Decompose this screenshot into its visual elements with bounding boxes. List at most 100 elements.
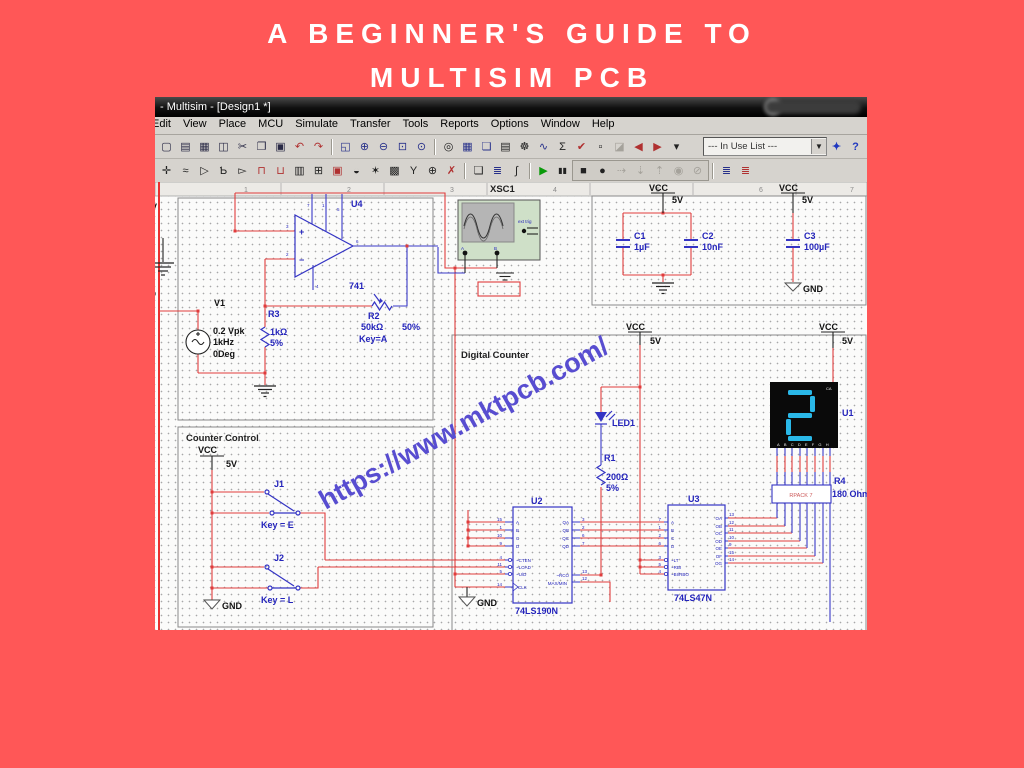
in-use-list-dropdown[interactable]: --- In Use List --- ▼	[703, 137, 827, 156]
misc-digital-icon[interactable]: ▥	[294, 165, 305, 177]
simulation-controls: ■ ● ⇢ ⇣ ⇡ ◉ ⊘	[572, 160, 709, 181]
netlist-icon[interactable]: ≣	[721, 165, 732, 177]
mixed-icon[interactable]: ⊞	[313, 165, 324, 177]
svg-text:−: −	[299, 255, 304, 265]
redo-icon[interactable]: ↷	[313, 141, 324, 153]
postprocessor-icon[interactable]: Σ	[559, 140, 566, 153]
menu-mcu[interactable]: MCU	[258, 118, 284, 130]
u1-seven-segment[interactable]: CA ABCDEFGH	[770, 382, 838, 448]
oscilloscope-xsc1[interactable]: XSC1 ext trig A B	[457, 184, 541, 281]
stop-icon[interactable]: ■	[580, 164, 587, 177]
misc-icon[interactable]: ✶	[370, 165, 381, 177]
paste-icon[interactable]: ▣	[275, 141, 286, 153]
counter-control-section[interactable]: Counter Control VCC 5V J1 Key = E J2	[186, 433, 301, 611]
menu-transfer[interactable]: Transfer	[350, 118, 391, 130]
zoom-fit-icon[interactable]: ⊙	[416, 141, 427, 153]
back-annotate-icon[interactable]: ◀	[634, 141, 643, 153]
caps-section[interactable]: VCC 5V VCC 5V C1 1µF C2 10nF C3 100µF	[616, 183, 830, 295]
print-icon[interactable]: ▦	[199, 141, 210, 153]
database-icon[interactable]: ▤	[500, 141, 511, 153]
power-icon[interactable]: ◒	[353, 164, 360, 177]
menu-view[interactable]: View	[182, 118, 207, 130]
menu-place[interactable]: Place	[218, 118, 247, 130]
dropdown-arrow-icon[interactable]: ▼	[811, 139, 826, 154]
pause-icon[interactable]: ▮▮	[558, 166, 567, 175]
step-out-icon[interactable]: ⇡	[654, 165, 665, 177]
erc-icon[interactable]: ✔	[576, 141, 587, 153]
zoom-out-icon[interactable]: ⊖	[378, 141, 389, 153]
zoom-in-icon[interactable]: ⊕	[359, 141, 370, 153]
svg-text:J2: J2	[274, 553, 284, 563]
ttl-icon[interactable]: ⊓	[257, 165, 266, 177]
undo-icon[interactable]: ↶	[294, 141, 305, 153]
svg-text:R2: R2	[368, 311, 380, 321]
breakpoint-icon[interactable]: ◉	[673, 165, 684, 177]
rf-icon[interactable]: Y	[409, 164, 418, 177]
u3-74ls47n[interactable]: U3 74LS47N A B C D 7 1 2 6 ~LT ~RBI ~BI/…	[658, 494, 734, 603]
spreadsheet-icon[interactable]: ▦	[462, 141, 473, 153]
svg-text:Key=A: Key=A	[359, 334, 388, 344]
analog-icon[interactable]: ▻	[238, 165, 247, 177]
new-design-icon[interactable]: ▢	[161, 141, 172, 153]
j1-switch[interactable]	[264, 489, 301, 516]
step-over-icon[interactable]: ⇣	[635, 165, 646, 177]
dot-icon[interactable]: ●	[599, 164, 606, 177]
svg-text:5V: 5V	[226, 459, 237, 469]
print-preview-icon[interactable]: ◫	[218, 141, 229, 153]
digital-counter-section[interactable]: Digital Counter VCC 5V VCC 5V LED1	[457, 322, 867, 616]
r4-rpack[interactable]: RPACK 7	[771, 484, 832, 504]
partlist-icon[interactable]: ≣	[740, 165, 751, 177]
opamp-section[interactable]: + − 7 1 5 3 2 4 6 U4 741 V1	[185, 199, 420, 398]
open-icon[interactable]: ▤	[180, 141, 191, 153]
svg-text:1µF: 1µF	[634, 242, 650, 252]
j2-switch[interactable]	[264, 564, 301, 591]
peripheral-icon[interactable]: ▩	[389, 165, 400, 177]
electromech-icon[interactable]: ⊕	[427, 165, 438, 177]
hierarchy-icon[interactable]: ❏	[473, 165, 484, 177]
menu-window[interactable]: Window	[540, 118, 580, 130]
mcu-icon[interactable]: ✗	[446, 165, 457, 177]
wizard-icon[interactable]: ☸	[519, 141, 530, 153]
probe-icon[interactable]: ∫	[514, 164, 518, 177]
menu-edit[interactable]: Edit	[155, 118, 171, 130]
svg-text:~U/D: ~U/D	[516, 572, 527, 577]
source-icon[interactable]: ✛	[161, 165, 172, 177]
svg-text:4: 4	[499, 555, 502, 560]
led1[interactable]	[595, 410, 616, 425]
copy-icon[interactable]: ❐	[256, 141, 267, 153]
menu-help[interactable]: Help	[591, 118, 615, 130]
svg-text:VCC: VCC	[819, 322, 839, 332]
svg-text:QA: QA	[562, 520, 569, 525]
run-icon[interactable]: ▶	[539, 165, 548, 177]
diode-icon[interactable]: ▷	[200, 165, 209, 177]
basic-icon[interactable]: ≈	[182, 164, 189, 177]
svg-text:7: 7	[582, 541, 585, 546]
toolbox-icon[interactable]: ❏	[481, 141, 492, 153]
in-use-list-value: --- In Use List ---	[708, 141, 778, 152]
zoom-area-icon[interactable]: ⊡	[397, 141, 408, 153]
menu-tools[interactable]: Tools	[402, 118, 429, 130]
step-into-icon[interactable]: ⇢	[616, 165, 627, 177]
more-icon[interactable]: ▾	[673, 141, 680, 153]
fullscreen-icon[interactable]: ◱	[340, 141, 351, 153]
grapher-icon[interactable]: ∿	[538, 141, 549, 153]
indicator-icon[interactable]: ▣	[332, 165, 343, 177]
opamp-triangle	[294, 213, 355, 279]
find-icon[interactable]: ◎	[443, 141, 454, 153]
web-icon[interactable]: ✦	[831, 141, 842, 153]
menu-reports[interactable]: Reports	[440, 118, 479, 130]
help-icon[interactable]: ?	[852, 140, 859, 153]
region-icon[interactable]: ▫	[598, 140, 603, 153]
ultiboard-icon[interactable]: ◪	[614, 141, 625, 153]
cut-icon[interactable]: ✂	[237, 141, 248, 153]
svg-text:QB: QB	[562, 528, 569, 533]
u2-74ls190n[interactable]: U2 74LS190N A B C D 15 1 10 9 ~CTEN ~LOA…	[497, 496, 588, 616]
transistor-icon[interactable]: Ƅ	[219, 164, 228, 177]
cmos-icon[interactable]: ⊔	[276, 165, 285, 177]
schematic-canvas[interactable]: 1 2 3 4 5 6 7 5V	[155, 182, 867, 630]
menu-simulate[interactable]: Simulate	[295, 118, 339, 130]
forward-annotate-icon[interactable]: ▶	[653, 141, 662, 153]
pause-break-icon[interactable]: ⊘	[692, 165, 703, 177]
bus-icon[interactable]: ≣	[492, 165, 503, 177]
menu-options[interactable]: Options	[490, 118, 529, 130]
